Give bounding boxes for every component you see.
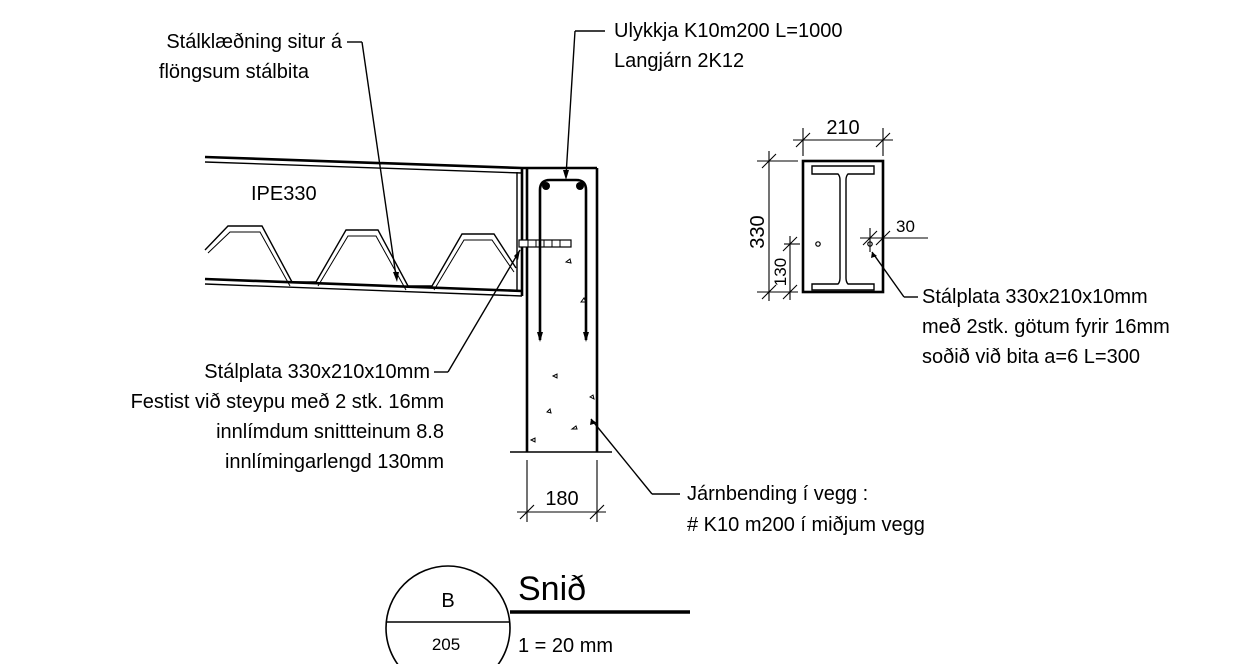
note-rebar-line2: # K10 m200 í miðjum vegg bbox=[687, 514, 925, 536]
dim-edge-distance: 30 bbox=[896, 217, 915, 236]
note-plate-left-line2: Festist við steypu með 2 stk. 16mm bbox=[131, 391, 444, 413]
dim-wall-width: 180 bbox=[545, 488, 578, 510]
dim-hole-height: 130 bbox=[771, 258, 790, 286]
note-plate-left-line1: Stálplata 330x210x10mm bbox=[204, 361, 430, 383]
steel-deck-profile bbox=[204, 225, 517, 291]
note-stirrup-line1: Ulykkja K10m200 L=1000 bbox=[614, 20, 842, 42]
dim-plate-width: 210 bbox=[826, 117, 859, 139]
note-cladding-line2: flöngsum stálbita bbox=[159, 61, 310, 83]
dim-plate-height: 330 bbox=[747, 215, 769, 248]
beam-label: IPE330 bbox=[251, 183, 317, 205]
dimension-wall-width bbox=[517, 460, 606, 522]
embed-plate bbox=[516, 168, 524, 296]
note-cladding-line1: Stálklæðning situr á bbox=[166, 31, 343, 53]
sheet-number: 205 bbox=[432, 635, 460, 654]
u-stirrup bbox=[537, 178, 589, 342]
detail-callout bbox=[385, 565, 690, 664]
drawing-title: Snið bbox=[518, 570, 586, 608]
note-rebar-line1: Járnbending í vegg : bbox=[687, 483, 868, 505]
note-stirrup-line2: Langjárn 2K12 bbox=[614, 50, 744, 72]
plate-detail bbox=[757, 128, 928, 301]
anchor-rod bbox=[518, 239, 572, 248]
note-plate-right-line1: Stálplata 330x210x10mm bbox=[922, 286, 1148, 308]
drawing-scale: 1 = 20 mm bbox=[518, 635, 613, 657]
detail-letter: B bbox=[441, 590, 454, 612]
note-plate-right-line3: soðið við bita a=6 L=300 bbox=[922, 346, 1140, 368]
leader-lines bbox=[347, 30, 680, 495]
concrete-wall bbox=[510, 166, 612, 453]
note-plate-left-line4: innlímingarlengd 130mm bbox=[225, 451, 444, 473]
note-plate-right-line2: með 2stk. götum fyrir 16mm bbox=[922, 316, 1170, 338]
note-plate-left-line3: innlímdum snittteinum 8.8 bbox=[216, 421, 444, 443]
